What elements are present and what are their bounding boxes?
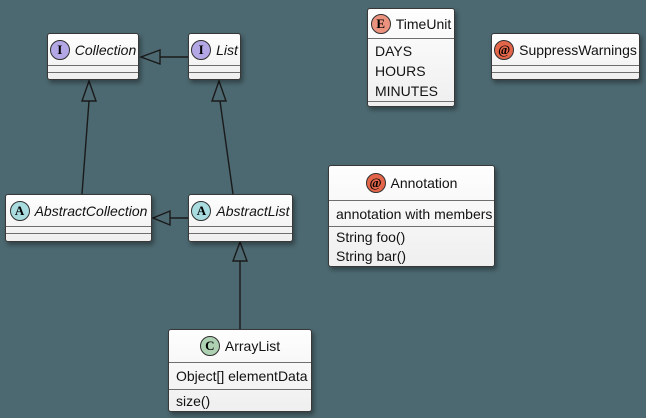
class-name: SuppressWarnings — [519, 41, 637, 58]
methods-compartment — [492, 72, 639, 79]
fields-compartment — [189, 226, 292, 233]
edge-arraylist-extends-abstractlist — [231, 239, 249, 329]
field-row: Object[] elementData — [169, 362, 311, 389]
enum-value: DAYS — [375, 43, 413, 59]
class-name: ArrayList — [224, 338, 281, 354]
class-spot-icon: C — [199, 336, 220, 356]
annotation-spot-icon: @ — [365, 173, 386, 193]
class-title: I List — [189, 34, 240, 65]
methods-compartment — [368, 101, 454, 106]
field-row: annotation with members — [329, 200, 494, 226]
enum-spot-icon: E — [370, 13, 391, 34]
abstract-class-box-abstractcollection: A AbstractCollection — [5, 194, 152, 242]
methods-compartment — [189, 72, 240, 79]
class-title: E TimeUnit — [368, 9, 454, 38]
methods-compartment — [48, 72, 138, 79]
abstract-spot-icon: A — [9, 200, 30, 221]
method-row: String foo() — [336, 229, 406, 245]
edge-abstractlist-implements-list — [211, 78, 234, 195]
class-title: A AbstractCollection — [6, 195, 151, 226]
class-name: AbstractCollection — [34, 202, 148, 219]
annotation-box-annotation: @ Annotation annotation with members Str… — [328, 165, 495, 267]
enum-values: DAYS HOURS MINUTES — [368, 38, 454, 101]
fields-compartment — [6, 226, 151, 233]
class-title: A AbstractList — [189, 195, 292, 226]
enum-value: MINUTES — [375, 83, 438, 99]
class-title: C ArrayList — [169, 330, 311, 362]
class-name: AbstractList — [216, 202, 290, 219]
class-title: I Collection — [48, 34, 138, 65]
interface-spot-icon: I — [49, 39, 70, 60]
annotation-spot-icon: @ — [494, 39, 515, 60]
class-name: List — [216, 41, 238, 58]
edge-list-extends-collection — [138, 48, 188, 66]
method-row: size() — [169, 389, 311, 411]
method-row: String bar() — [336, 248, 407, 264]
class-name: TimeUnit — [395, 15, 452, 32]
enum-value: HOURS — [375, 63, 426, 79]
methods-compartment: String foo() String bar() — [329, 226, 494, 265]
class-box-list: I List — [188, 33, 241, 80]
methods-compartment — [6, 233, 151, 240]
enum-box-timeunit: E TimeUnit DAYS HOURS MINUTES — [367, 8, 455, 107]
class-name: Collection — [74, 41, 137, 58]
annotation-box-suppresswarnings: @ SuppressWarnings — [491, 33, 640, 80]
fields-compartment — [48, 65, 138, 72]
class-box-arraylist: C ArrayList Object[] elementData size() — [168, 329, 312, 412]
methods-compartment — [189, 233, 292, 240]
fields-compartment — [492, 65, 639, 72]
abstract-spot-icon: A — [191, 200, 212, 221]
class-box-collection: I Collection — [47, 33, 139, 80]
edge-abstractlist-extends-abstractcollection — [151, 209, 188, 227]
edge-abstractcollection-implements-collection — [81, 78, 97, 195]
abstract-class-box-abstractlist: A AbstractList — [188, 194, 293, 242]
class-name: Annotation — [390, 175, 458, 191]
class-title: @ Annotation — [329, 166, 494, 200]
fields-compartment — [189, 65, 240, 72]
class-title: @ SuppressWarnings — [492, 34, 639, 65]
interface-spot-icon: I — [191, 39, 212, 60]
